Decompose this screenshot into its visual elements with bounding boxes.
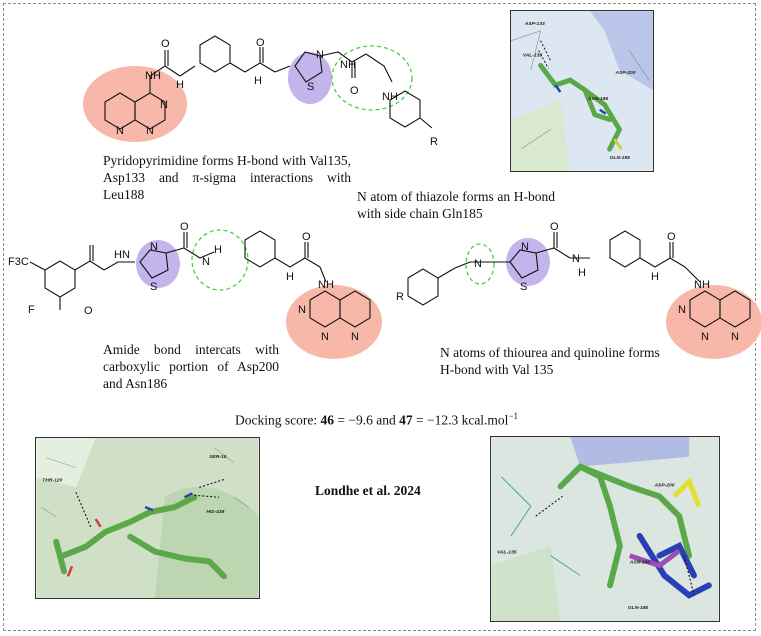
atom-n: N (150, 241, 158, 253)
docking-panel-2: SER-15 THR-120 HIS-438 (35, 437, 260, 599)
atom-o: O (350, 85, 359, 97)
atom-nh: NH (318, 279, 334, 291)
atom-n: N (146, 125, 154, 137)
atom-n: N (160, 99, 168, 111)
atom-o: O (256, 37, 265, 49)
atom-nh: NH (382, 91, 398, 103)
residue-label: ASN-186 (587, 96, 609, 102)
atom-n: N (321, 331, 329, 343)
atom-o: O (180, 221, 189, 233)
atom-n: N (731, 331, 739, 343)
docking-score: Docking score: 46 = −9.6 and 47 = −12.3 … (235, 408, 518, 429)
residue-label: VAL-135 (523, 52, 543, 58)
residue-label: ASP-200 (615, 70, 636, 76)
atom-nh: NH (694, 279, 710, 291)
docking-prefix: Docking score: (235, 412, 318, 428)
atom-f3c: F3C (8, 256, 29, 268)
residue-label: GLN-185 (610, 155, 631, 161)
atom-nh: NH (145, 70, 161, 82)
residue-label: SER-15 (209, 454, 226, 460)
residue-label: HIS-438 (206, 509, 224, 515)
caption-amide: Amide bond intercats with carboxylic por… (103, 342, 279, 391)
docking-value-46: = −9.6 and (337, 412, 396, 428)
residue-label: THR-120 (42, 477, 62, 483)
atom-nh: H (176, 79, 184, 91)
atom-n: N (701, 331, 709, 343)
docking-unit-exponent: −1 (508, 411, 519, 421)
atom-f: F (28, 304, 35, 316)
residue-label: ASN-186 (629, 560, 651, 566)
atom-n: N (316, 49, 324, 61)
atom-r: R (396, 291, 404, 303)
atom-o: O (161, 38, 170, 50)
atom-hn: HN (114, 249, 130, 261)
atom-n: N (678, 304, 686, 316)
structure-1 (83, 35, 433, 142)
atom-n: N (351, 331, 359, 343)
structure-2 (29, 229, 382, 359)
compound-46: 46 (320, 412, 334, 428)
atom-h: H (254, 75, 262, 87)
caption-thiazole: N atom of thiazole forms an H-bond with … (357, 189, 555, 221)
atom-o: O (84, 305, 93, 317)
residue-label: VAL-135 (497, 550, 517, 556)
atom-s: S (520, 281, 527, 293)
atom-r: R (430, 136, 438, 148)
docking-value-47: = −12.3 kcal.mol (415, 412, 509, 428)
atom-s: S (307, 81, 314, 93)
compound-47: 47 (399, 412, 413, 428)
residue-label: ASP-200 (653, 482, 674, 488)
residue-label: ASP-133 (524, 21, 545, 27)
atom-o: O (667, 231, 676, 243)
atom-h: H (651, 271, 659, 283)
docking-panel-1: ASP-133 VAL-135 ASP-200 ASN-186 GLN-185 (510, 10, 654, 172)
atom-nh: NH (340, 59, 356, 71)
reference: Londhe et al. 2024 (315, 483, 421, 498)
atom-o: O (550, 221, 559, 233)
docking-panel-3: ASP-200 VAL-135 ASN-186 GLN-185 (490, 436, 720, 622)
atom-h: H (214, 244, 222, 256)
atom-h: H (286, 271, 294, 283)
atom-o: O (302, 231, 311, 243)
atom-n: N (521, 241, 529, 253)
residue-label: GLN-185 (628, 605, 649, 611)
atom-n: N (474, 258, 482, 270)
structure-3 (407, 230, 761, 359)
atom-h: H (578, 267, 586, 279)
atom-n: N (298, 304, 306, 316)
atom-n: N (572, 253, 580, 265)
atom-n: N (116, 125, 124, 137)
caption-pyridopyrimidine: Pyridopyrimidine forms H-bond with Val13… (103, 153, 351, 202)
atom-n: N (202, 256, 210, 268)
caption-thiourea: N atoms of thiourea and quinoline forms … (440, 345, 660, 377)
atom-s: S (150, 281, 157, 293)
